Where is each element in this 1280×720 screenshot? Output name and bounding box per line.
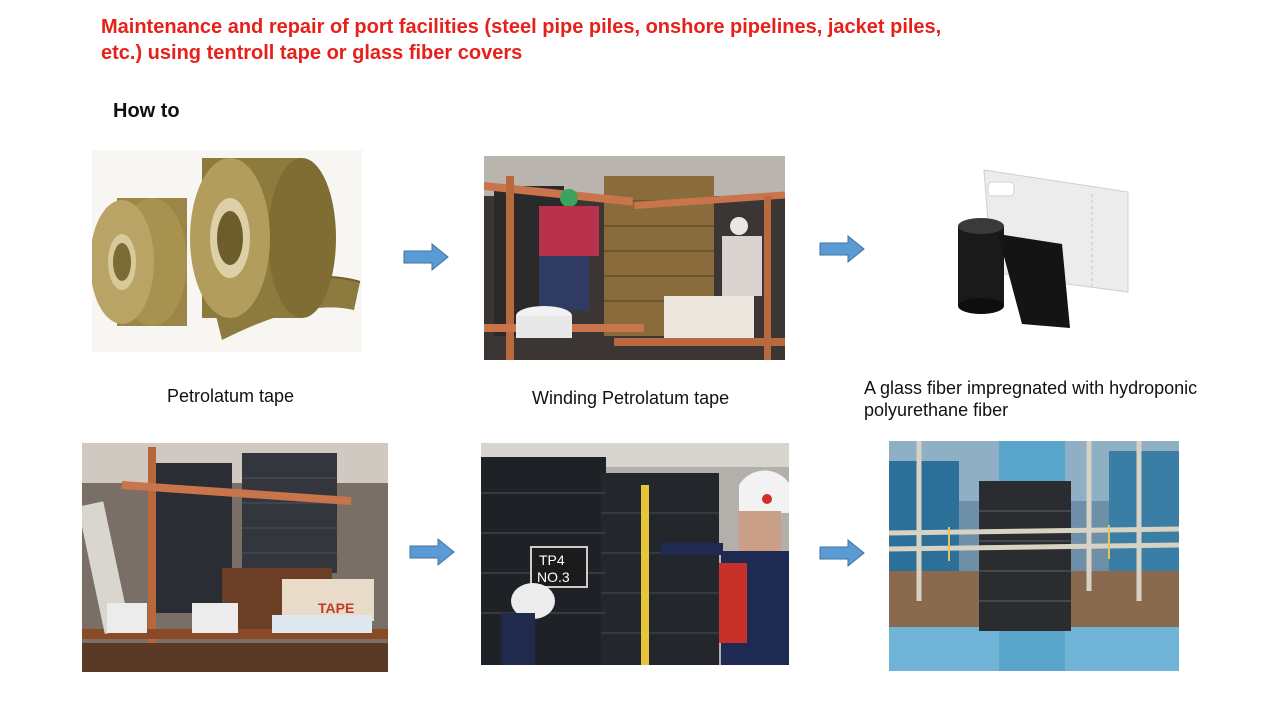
- right-arrow-icon: [408, 537, 456, 567]
- petrolatum-tape-photo: [92, 150, 362, 352]
- completed-jacket-pile-photo: [889, 441, 1179, 671]
- right-arrow-icon: [818, 234, 866, 264]
- marker-board-line2: NO.3: [537, 569, 570, 585]
- tape-box-label: TAPE: [318, 600, 354, 616]
- glass-fiber-pack-photo: [952, 164, 1130, 330]
- right-arrow-icon: [818, 538, 866, 568]
- section-heading: How to: [113, 100, 180, 122]
- winding-tape-photo: [484, 156, 785, 360]
- right-arrow-icon: [402, 242, 450, 272]
- caption-glass-fiber: A glass fiber impregnated with hydroponi…: [864, 378, 1198, 420]
- wrapped-piles-photo: TAPE: [82, 443, 388, 672]
- marked-pile-photo: TP4 NO.3: [481, 443, 789, 665]
- slide-title: Maintenance and repair of port facilitie…: [101, 16, 942, 64]
- caption-winding-tape: Winding Petrolatum tape: [532, 388, 730, 408]
- caption-petrolatum-tape: Petrolatum tape: [167, 386, 295, 406]
- marker-board-line1: TP4: [539, 552, 565, 568]
